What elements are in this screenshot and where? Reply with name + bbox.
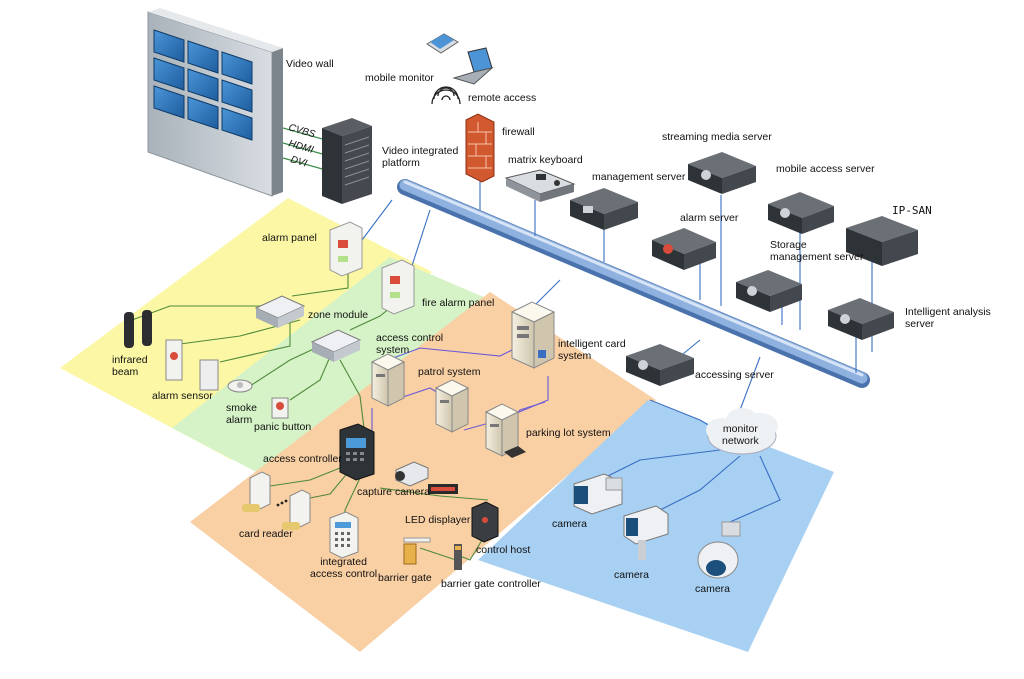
access-controller-icon [339,423,375,481]
platform-rack-icon [322,118,372,204]
bullet-camera-icon [623,505,669,560]
zone-module-icon [254,295,306,328]
card-reader-label: card reader [239,528,293,540]
mobile-access-server-label: mobile access server [776,163,875,175]
tower-server-icon [510,301,556,369]
bullet-camera-icon [395,461,429,487]
camera-label-3: camera [695,583,731,595]
fire-alarm-panel-label: fire alarm panel [422,297,495,309]
led-display-icon [428,484,458,494]
patrol-system-label: patrol system [418,366,481,378]
network-backbone [397,179,870,388]
camera-label-2: camera [614,569,650,581]
capture-camera-label: capture camera [357,486,430,498]
storage-array-icon [846,216,918,266]
server-icon [768,192,834,234]
card-reader-icon [242,471,271,512]
infrared-beam-icon [124,310,152,348]
smoke-alarm-label: smoke alarm [226,402,257,426]
alarm-panel-icon [329,221,363,277]
smoke-alarm-icon [227,379,253,393]
alarm-panel-icon [381,259,415,315]
barrier-gate-controller-icon [454,544,462,570]
video-wall-icon [147,8,283,197]
firewall-label: firewall [502,126,535,138]
bullet-camera-icon [573,473,623,515]
server-icon [570,188,638,230]
storage-management-server-label: Storage management server [770,239,864,263]
fingerprint-icon [431,86,461,105]
zone-green [172,257,500,478]
server-icon [688,152,756,194]
alarm-sensor-label: alarm sensor [152,390,213,402]
server-icon [736,270,802,312]
cloud-icon [706,408,778,455]
barrier-gate-label: barrier gate [378,572,432,584]
server-icon [828,298,894,340]
led-displayer-label: LED displayer [405,514,471,526]
zone-module-label: zone module [308,309,369,321]
ip-san-label: IP-SAN [892,204,932,217]
hdmi-label: HDMI [287,138,315,156]
monitor-network-label: monitor network [722,423,759,447]
dome-camera-icon [697,521,741,579]
tower-server-icon [370,353,406,407]
alarm-sensor-icon [165,339,219,391]
control-host-icon [471,501,499,543]
alarm-panel-label: alarm panel [262,232,317,244]
server-icon [652,228,716,270]
intelligent-card-system-label: intelligent card system [558,338,626,362]
camera-label-1: camera [552,518,588,530]
laptop-icon [426,33,494,85]
video-wall-label: Video wall [286,58,334,70]
accessing-server-label: accessing server [695,369,774,381]
alarm-server-label: alarm server [680,212,739,224]
access-control-system-label: access control system [376,332,444,356]
control-host-label: control host [476,544,531,556]
remote-access-label: remote access [468,92,537,104]
tower-server-icon [484,403,526,458]
panic-button-label: panic button [254,421,312,433]
dvi-label: DVI [289,154,308,169]
access-controller-label: access controller [263,453,342,465]
video-integrated-platform-label: Video integrated platform [382,145,459,169]
server-icon [626,344,694,386]
dots-icon [276,499,288,507]
firewall-icon [465,113,495,183]
streaming-media-server-label: streaming media server [662,131,772,143]
card-reader-icon [282,489,311,530]
barrier-gate-controller-label: barrier gate controller [441,578,541,590]
panic-button-icon [271,397,289,419]
intelligent-analysis-server-label: Intelligent analysis server [905,306,991,330]
keypad-icon [329,511,359,559]
keyboard-icon [504,169,576,202]
matrix-keyboard-label: matrix keyboard [508,154,583,166]
parking-lot-system-label: parking lot system [526,427,611,439]
barrier-gate-icon [403,537,431,565]
video-cables [282,127,327,171]
tower-server-icon [434,379,470,433]
integrated-access-control-label: integrated access control [310,556,378,580]
infrared-beam-label: infrared beam [112,354,148,378]
camera-links [599,399,781,523]
mobile-monitor-label: mobile monitor [365,72,434,84]
management-server-label: management server [592,171,686,183]
zone-module-icon [310,329,362,362]
